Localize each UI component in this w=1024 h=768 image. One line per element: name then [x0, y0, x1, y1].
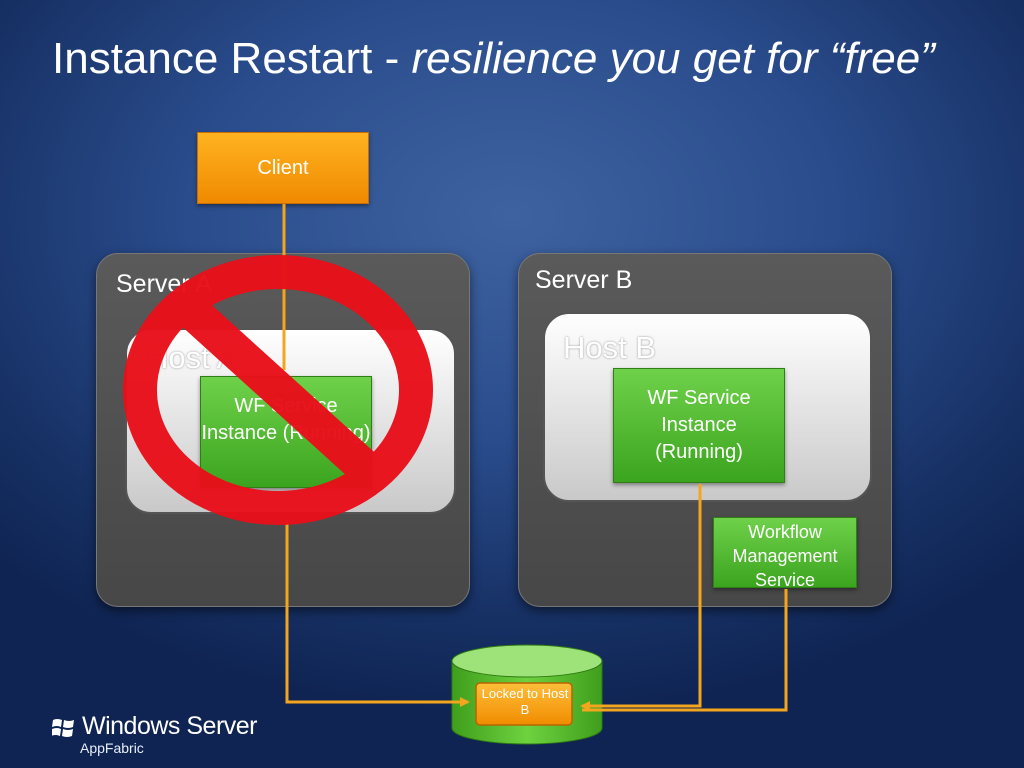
- connector-hostb-to-db: [580, 484, 702, 711]
- connector-wms-to-db: [582, 589, 788, 712]
- logo-brand: Windows Server: [82, 712, 258, 740]
- slide-title: Instance Restart - resilience you get fo…: [52, 34, 935, 84]
- host-b-label: Host B: [563, 330, 657, 365]
- windows-flag-icon: [52, 719, 74, 737]
- logo-product: AppFabric: [80, 740, 144, 756]
- prohibited-icon: [123, 255, 433, 525]
- server-b-instance-label: WF Service Instance (Running): [647, 387, 751, 463]
- server-b-instance: WF Service Instance (Running): [613, 368, 785, 483]
- client-label: Client: [257, 156, 309, 179]
- title-main: Instance Restart -: [52, 34, 400, 83]
- lock-label: Locked to Host B: [481, 686, 569, 717]
- workflow-management-service: Workflow Management Service: [713, 517, 857, 590]
- client-box: Client: [197, 132, 369, 204]
- server-b-label: Server B: [535, 266, 633, 294]
- workflow-management-label: Workflow Management Service: [732, 522, 838, 590]
- title-italic: resilience you get for “free”: [411, 34, 935, 83]
